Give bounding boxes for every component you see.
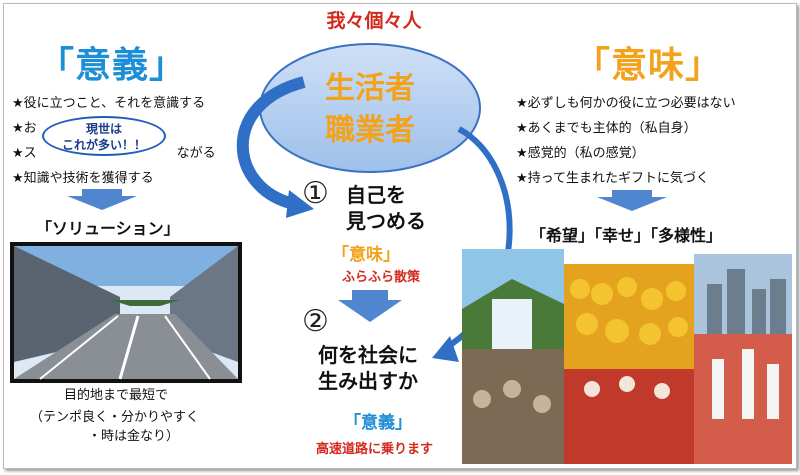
solution-label: 「ソリューション」 bbox=[36, 219, 180, 238]
callout-bubble: 現世は これが多い！！ bbox=[42, 116, 166, 156]
step2-line-2: 生み出すか bbox=[318, 369, 418, 393]
left-item-3-head: ★ス bbox=[12, 146, 37, 161]
step2-text: 何を社会に 生み出すか bbox=[318, 342, 418, 394]
ellipse-line-2: 職業者 bbox=[325, 113, 415, 148]
down-arrow-right bbox=[597, 190, 667, 211]
step2-line-1: 何を社会に bbox=[318, 343, 418, 367]
ellipse-label: 生活者 職業者 bbox=[310, 68, 430, 152]
step2-sub: 高速道路に乗ります bbox=[316, 442, 434, 457]
step1-number: ① bbox=[302, 176, 329, 211]
page-title: 我々個々人 bbox=[326, 10, 422, 32]
callout-line-2: これが多い！！ bbox=[61, 138, 146, 152]
right-item-1: ★必ずしも何かの役に立つ必要はない bbox=[516, 96, 736, 111]
photo-collage bbox=[462, 249, 792, 464]
right-item-2: ★あくまでも主体的（私自身） bbox=[516, 121, 697, 136]
connector-layer bbox=[67, 43, 667, 362]
step1-text: 自己を 見つめる bbox=[346, 182, 426, 234]
right-item-3: ★感覚的（私の感覚） bbox=[516, 146, 645, 161]
left-item-3: ★ス ながる bbox=[12, 141, 216, 166]
down-arrow-center bbox=[338, 290, 402, 322]
arrow-to-step1 bbox=[236, 76, 306, 210]
left-caption-3: ・時は金なり） bbox=[88, 429, 180, 444]
left-heading: 「意義」 bbox=[38, 45, 187, 86]
step1-line-2: 見つめる bbox=[346, 209, 426, 233]
right-values: 「希望」「幸せ」「多様性」 bbox=[530, 226, 723, 245]
step1-line-1: 自己を bbox=[346, 183, 406, 207]
step1-sub: ふらふら散策 bbox=[342, 270, 421, 285]
ellipse-line-1: 生活者 bbox=[325, 71, 415, 106]
left-item-1: ★役に立つこと、それを意識する bbox=[12, 96, 206, 111]
right-list: ★必ずしも何かの役に立つ必要はない ★あくまでも主体的（私自身） ★感覚的（私の… bbox=[516, 91, 736, 191]
down-arrow-left bbox=[67, 189, 137, 210]
step2-key: 「意義」 bbox=[344, 413, 412, 433]
step2-number: ② bbox=[302, 304, 329, 339]
left-caption-2: （テンポ良く・分かりやすく bbox=[30, 410, 200, 425]
arrow-head-step2 bbox=[432, 336, 459, 362]
left-caption-1: 目的地まで最短で bbox=[64, 388, 169, 403]
left-list: ★役に立つこと、それを意識する ★お ★ス ながる ★知識や技術を獲得する bbox=[12, 91, 216, 191]
step1-key: 「意味」 bbox=[332, 245, 400, 265]
callout-line-1: 現世は bbox=[85, 122, 122, 136]
left-item-3-tail: ながる bbox=[176, 146, 216, 161]
right-heading: 「意味」 bbox=[574, 45, 723, 86]
right-item-4: ★持って生まれたギフトに気づく bbox=[516, 171, 710, 186]
diagram-slide: 我々個々人 生活者 職業者 「意義」 ★役に立つこと、それを意識する ★お ★ス… bbox=[3, 3, 797, 469]
highway-photo bbox=[10, 242, 242, 383]
left-item-4: ★知識や技術を獲得する bbox=[12, 171, 154, 186]
arrow-head-step1 bbox=[286, 190, 314, 218]
left-item-2: ★お bbox=[12, 121, 37, 136]
